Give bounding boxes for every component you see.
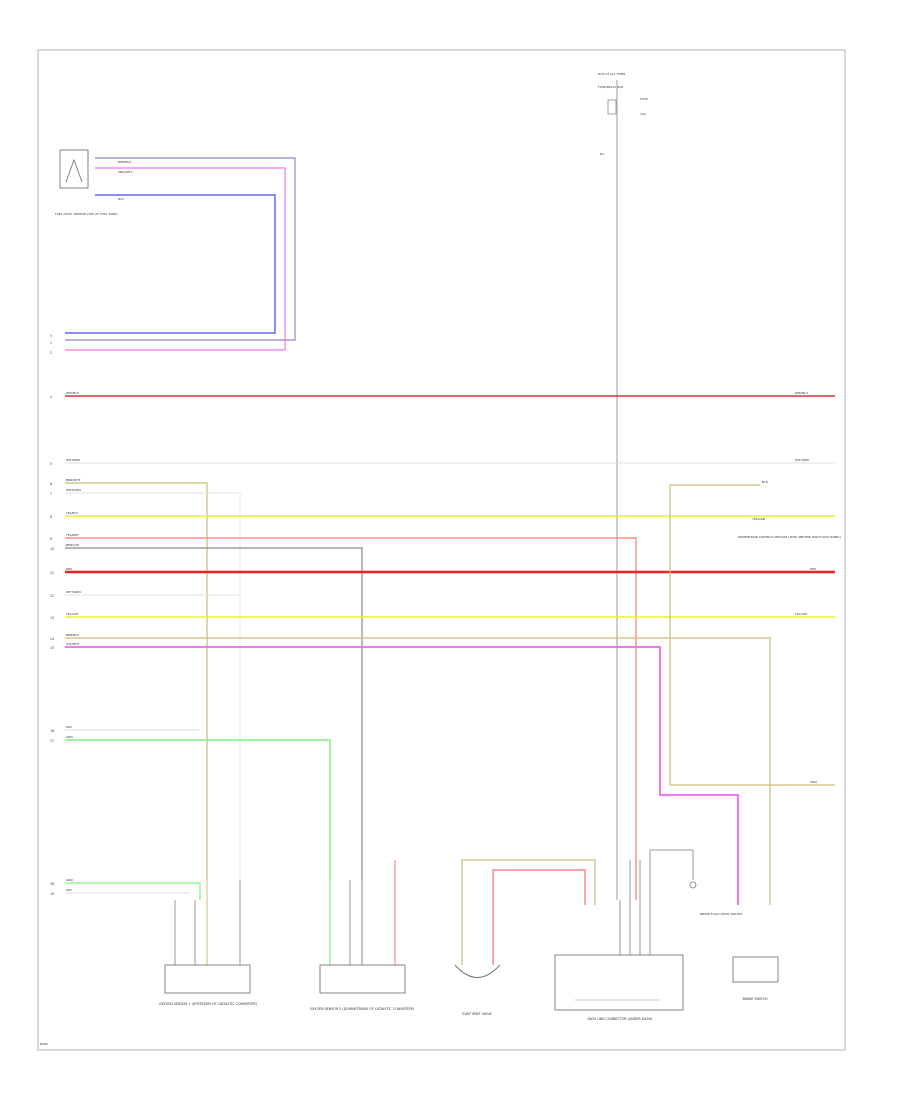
c2-body: [319, 964, 406, 994]
label-brn-gry: BRN/GRY: [66, 543, 80, 547]
harness-line-brn-wht: [65, 482, 208, 880]
fuel-sensor-label: FUEL LEVEL SENSOR (TOP OF FUEL TANK): [55, 212, 118, 216]
right-labels: RED/BLU WHT/RED YEL/GRY RED GRN BLK YEL/…: [738, 391, 841, 784]
right-module-note: POWERTRAIN CONTROL MODULE (PCM) (BEHIND …: [738, 535, 841, 539]
pin-number-16: 16: [50, 729, 54, 733]
right-label-yel-grn: YEL/GRN: [752, 517, 765, 521]
component-brake-switch: BRAKE SWITCH: [732, 956, 779, 1001]
label-brn-wht: BRN/WHT: [66, 478, 81, 482]
c6-label: BRAKE SWITCH: [743, 997, 768, 1001]
footer-code: B06E: [40, 1042, 48, 1046]
pin-number-12: 12: [50, 594, 54, 598]
harness-line-vio-wht: [65, 646, 739, 905]
power-feed-circuit: B+: [600, 152, 605, 156]
c4-label: DATA LINK CONNECTOR (UNDER DASH): [588, 1017, 653, 1021]
sensor-symbol-icon: [65, 158, 83, 183]
pin-number-10: 10: [50, 547, 54, 551]
label-red: RED: [66, 567, 73, 571]
label-wht-grn-2: WHT/GRN: [66, 590, 81, 594]
fuel-sensor-box: [59, 149, 89, 189]
c3-label: EVAP VENT VALVE: [462, 1012, 491, 1016]
pin-number-3: 3: [50, 334, 52, 338]
harness-line-grn: [65, 739, 331, 880]
power-feed-title: HOT AT ALL TIMES: [598, 72, 626, 76]
label-yel-gry: YEL/GRY: [66, 612, 79, 616]
right-label-wht-red: WHT/RED: [795, 458, 810, 462]
label-wht-grn: WHT/GRN: [66, 488, 81, 492]
c5-label: BRAKE FLUID LEVEL SWITCH: [700, 912, 742, 916]
component-data-link-connector: DATA LINK CONNECTOR (UNDER DASH): [554, 849, 694, 1021]
label-yel-red: YEL/RED: [66, 533, 79, 537]
harness-line-grn-lower: [65, 882, 201, 900]
pin-number-17: 17: [50, 739, 54, 743]
c4-body: [554, 954, 684, 1011]
label-brn-blu: BRN/BLU: [66, 633, 79, 637]
fuel-wire-label-3: BLU: [118, 197, 124, 201]
c1-label: OXYGEN SENSOR 1 (UPSTREAM OF CATALYTIC C…: [159, 1002, 257, 1006]
component-oxygen-sensor-2: OXYGEN SENSOR 2 (DOWNSTREAM OF CATALYTIC…: [310, 860, 414, 1011]
pin-number-11: 11: [50, 571, 54, 575]
pin-number-4: 4: [50, 395, 52, 399]
harness-line-yel-red: [65, 537, 637, 900]
c6-body: [732, 956, 779, 983]
right-label-blk: BLK: [762, 480, 769, 484]
label-wht-red: WHT/RED: [66, 458, 81, 462]
pin-number-18: 18: [50, 882, 54, 886]
label-gry: GRY: [66, 725, 72, 729]
c1-body: [164, 964, 251, 994]
right-label-yel-gry: YEL/GRY: [795, 612, 808, 616]
power-feed: HOT AT ALL TIMES FUSE/RELAY BOX FUSE 10A…: [598, 72, 648, 900]
pin-number-6: 6: [50, 482, 52, 486]
power-feed-block: FUSE/RELAY BOX: [598, 85, 623, 89]
label-yel-blu: YEL/BLU: [66, 511, 78, 515]
pin-number-14: 14: [50, 637, 54, 641]
label-grn-lower: GRN: [66, 878, 73, 882]
pin-number-9: 9: [50, 537, 52, 541]
harness-line-brn-blu: [65, 637, 771, 905]
power-feed-fuse-rating: 10A: [640, 112, 647, 116]
harness-lines: [65, 395, 835, 905]
pin-number-1: 1: [50, 341, 52, 345]
c4-lead-5: [650, 849, 694, 880]
left-pin-numbers: 1 2 3 4 5 6 7 8 9 10 11 12 13 14 15 16 1…: [50, 334, 54, 896]
fuel-level-sensor: FUEL LEVEL SENSOR (TOP OF FUEL TANK) BRN…: [55, 149, 296, 351]
label-vio-wht: VIO/WHT: [66, 642, 80, 646]
label-gry-lower: GRY: [66, 888, 72, 892]
right-label-grn: GRN: [810, 780, 817, 784]
switch-symbol-icon: [689, 881, 697, 889]
label-grn: GRN: [66, 735, 73, 739]
component-brake-fluid-level-switch: BRAKE FLUID LEVEL SWITCH: [689, 881, 742, 916]
pin-number-19: 19: [50, 892, 54, 896]
c2-label: OXYGEN SENSOR 2 (DOWNSTREAM OF CATALYTIC…: [310, 1007, 414, 1011]
label-red-blu: RED/BLU: [66, 391, 79, 395]
pin-number-13: 13: [50, 616, 54, 620]
pin-number-7: 7: [50, 492, 52, 496]
c3-lead-2: [492, 869, 586, 965]
fuel-wire-label-2: PNK/WHT: [118, 170, 132, 174]
pin-number-5: 5: [50, 462, 52, 466]
right-label-red-blu: RED/BLU: [795, 391, 808, 395]
component-oxygen-sensor-1: OXYGEN SENSOR 1 (UPSTREAM OF CATALYTIC C…: [159, 880, 257, 1006]
c3-lead-1: [461, 859, 596, 965]
left-wire-labels: RED/BLU WHT/RED BRN/WHT WHT/GRN YEL/BLU …: [66, 391, 81, 892]
fuel-wire-2: [65, 167, 286, 351]
fuel-wire-1: [65, 157, 296, 341]
diagram-frame: [37, 49, 846, 1051]
power-feed-fuse: FUSE: [640, 97, 648, 101]
valve-symbol-icon: [454, 964, 501, 978]
harness-line-brn-gry: [65, 547, 363, 880]
harness-line-wht-grn: [65, 492, 241, 880]
fuel-wire-label-1: BRN/BLU: [118, 160, 131, 164]
fuel-wire-3: [65, 194, 276, 334]
harness-line-grn-right: [669, 484, 835, 786]
pin-number-2: 2: [50, 351, 52, 355]
fuse-symbol-icon: [607, 99, 617, 115]
right-label-red: RED: [810, 567, 817, 571]
harness-line-wht-grn-2: [65, 594, 241, 880]
component-evap-vent-valve: EVAP VENT VALVE: [454, 859, 596, 1016]
pin-number-15: 15: [50, 646, 54, 650]
pin-number-8: 8: [50, 515, 52, 519]
